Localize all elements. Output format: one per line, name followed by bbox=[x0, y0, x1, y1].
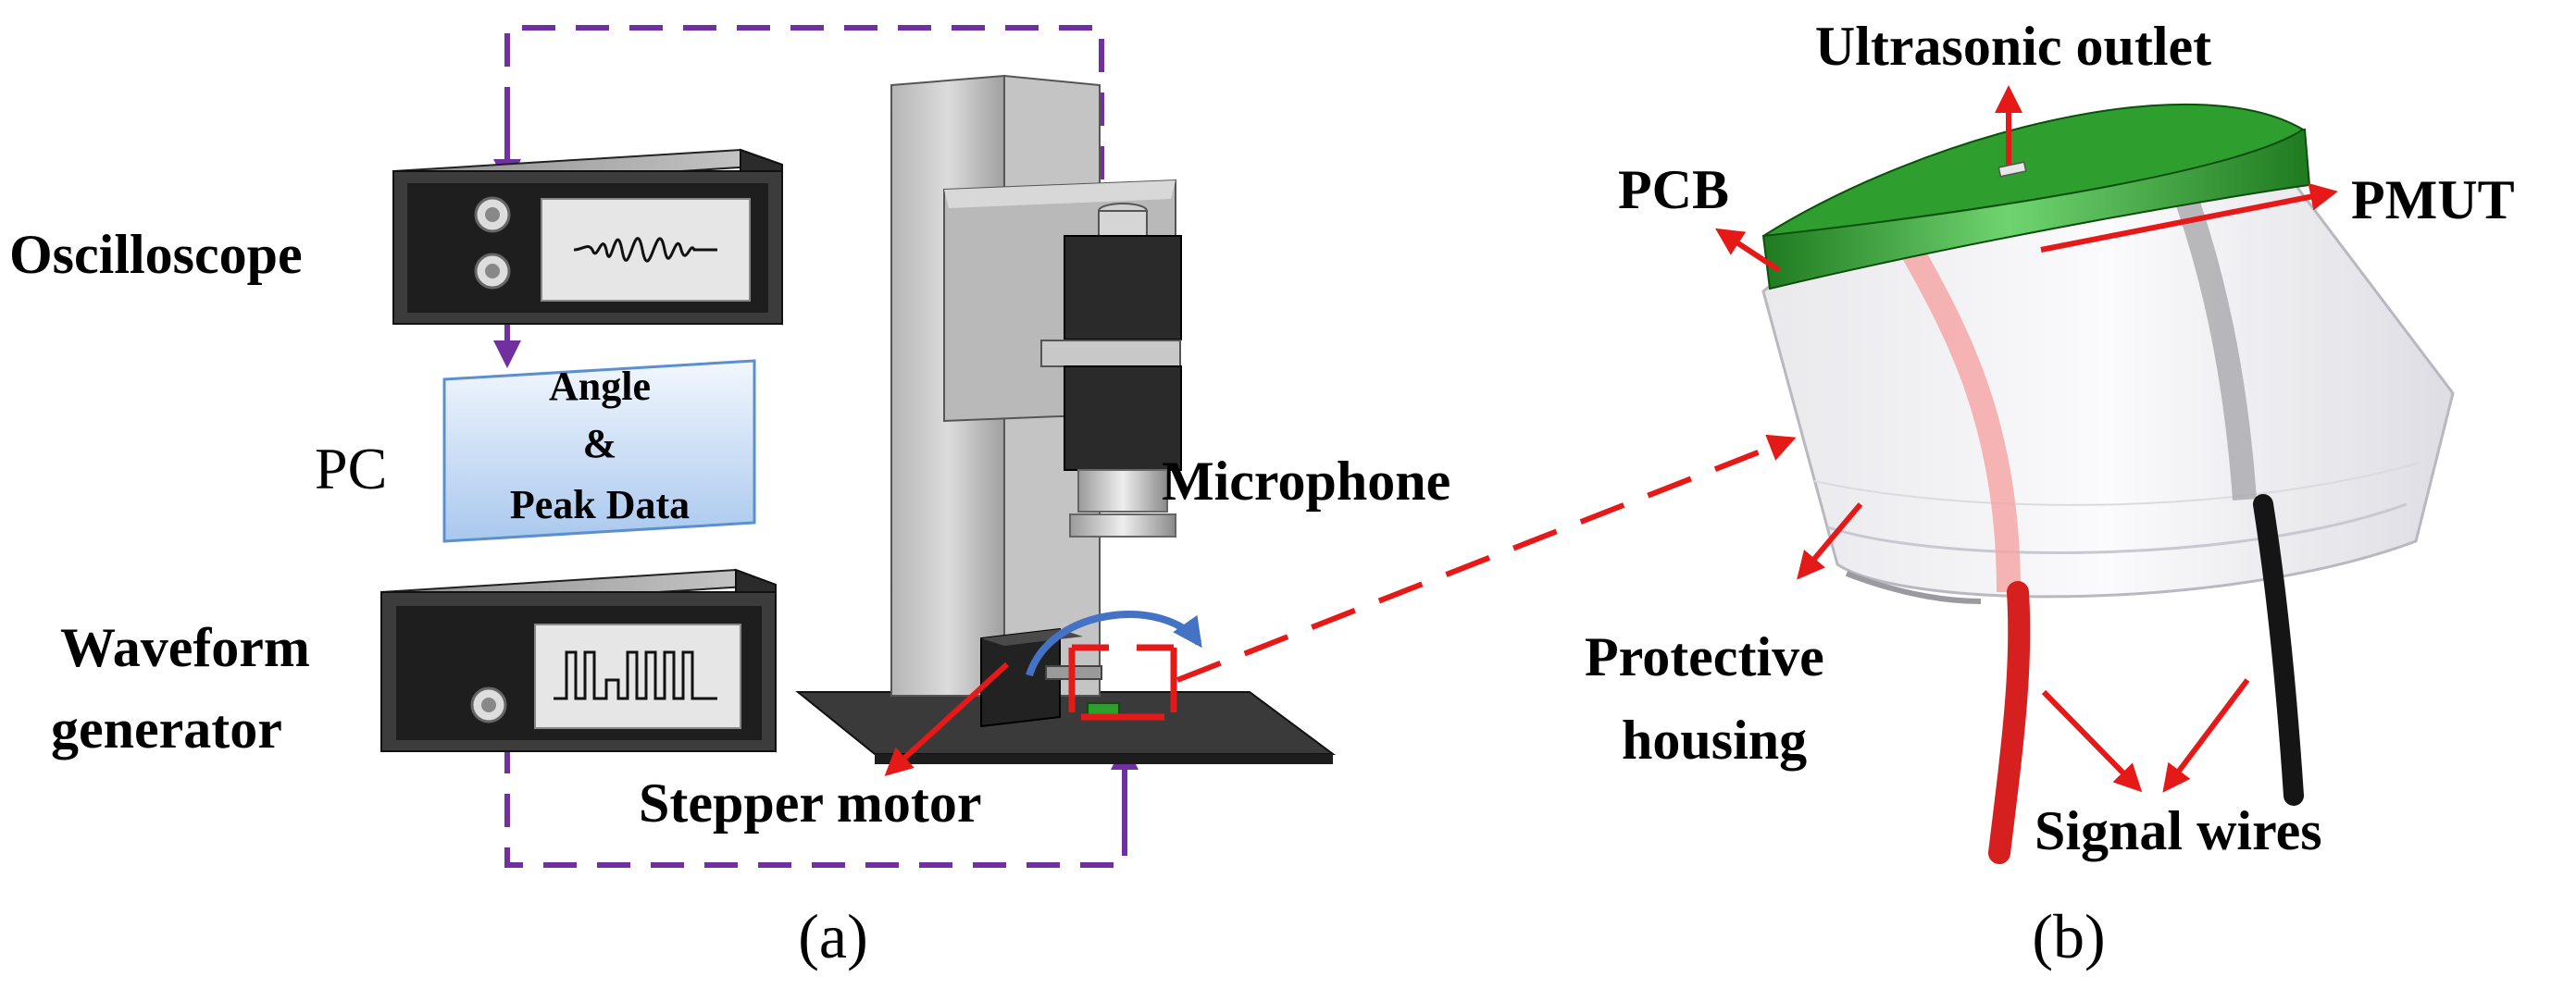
panel-a: Oscilloscope Angle & Peak Data PC Wavefo… bbox=[9, 25, 1797, 971]
microphone-upper-body bbox=[1064, 235, 1182, 340]
waveform-generator-device bbox=[380, 568, 777, 753]
generator-pulse-waveform-icon bbox=[554, 650, 717, 700]
microphone-clamp bbox=[1040, 340, 1181, 367]
generator-screen bbox=[534, 624, 741, 729]
oscilloscope-connector-2-icon bbox=[474, 253, 511, 290]
pc-label: PC bbox=[315, 436, 387, 501]
panel-a-caption: (a) bbox=[798, 901, 867, 971]
signal-wire-red-arrow bbox=[2041, 689, 2143, 793]
red-signal-wire bbox=[1988, 581, 2031, 864]
ultrasonic-outlet-label: Ultrasonic outlet bbox=[1815, 16, 2211, 77]
protective-housing-label-line1: Protective bbox=[1585, 626, 1824, 687]
black-signal-wire bbox=[2253, 494, 2304, 806]
stepper-motor-callout-arrow bbox=[884, 661, 1010, 777]
pcb-label: PCB bbox=[1618, 159, 1729, 220]
pc-screen-panel bbox=[442, 359, 756, 543]
microphone-lower-body bbox=[1064, 365, 1182, 471]
oscilloscope-waveform-icon bbox=[573, 237, 717, 263]
black-wire-inner-trace bbox=[2168, 176, 2257, 501]
protective-housing-arrow bbox=[1797, 502, 1863, 580]
sample-highlight-box bbox=[1068, 644, 1177, 721]
oscilloscope-label: Oscilloscope bbox=[9, 224, 303, 285]
red-wire-inner-trace bbox=[1900, 243, 2021, 593]
stepper-motor-label: Stepper motor bbox=[639, 773, 982, 834]
microphone-assembly bbox=[1040, 203, 1182, 538]
oscilloscope-screen bbox=[541, 198, 751, 302]
signal-wires-label: Signal wires bbox=[2035, 800, 2322, 861]
protective-housing-label-line2: housing bbox=[1622, 710, 1807, 771]
oscilloscope-connector-1-icon bbox=[474, 196, 511, 233]
top-dashed-link bbox=[504, 25, 1104, 208]
pmut-label: PMUT bbox=[2351, 169, 2515, 230]
microphone-label: Microphone bbox=[1162, 451, 1450, 512]
pcb-top-surface bbox=[1762, 103, 2305, 237]
pc-panel: Angle & Peak Data bbox=[442, 359, 756, 543]
pcb-disc bbox=[1761, 103, 2311, 291]
panel-b-caption: (b) bbox=[2032, 901, 2105, 971]
microphone-capsule bbox=[1077, 469, 1168, 513]
ultrasonic-outlet-hole bbox=[1997, 161, 2027, 178]
oscilloscope-device bbox=[392, 148, 783, 326]
pmut-arrow bbox=[2040, 182, 2338, 253]
zoom-link-arrow-to-panel-b bbox=[1176, 434, 1797, 683]
pcb-arrow bbox=[1714, 228, 1781, 273]
pc-panel-angle-text: Angle bbox=[549, 364, 651, 409]
signal-wire-black-arrow bbox=[2162, 678, 2250, 793]
waveform-generator-label-line1: Waveform bbox=[60, 617, 310, 678]
panel-b-callout-arrows bbox=[1714, 85, 2338, 793]
rotation-direction-arrow bbox=[1026, 611, 1202, 677]
stand-base-plate bbox=[795, 691, 1337, 755]
waveform-generator-label-line2: generator bbox=[51, 698, 282, 760]
pc-panel-ampersand-text: & bbox=[583, 421, 617, 466]
generator-output-connector-icon bbox=[470, 686, 507, 723]
pc-panel-peak-data-text: Peak Data bbox=[510, 482, 690, 527]
panel-b: Ultrasonic outlet PCB PMUT Protective ho… bbox=[1585, 16, 2515, 971]
